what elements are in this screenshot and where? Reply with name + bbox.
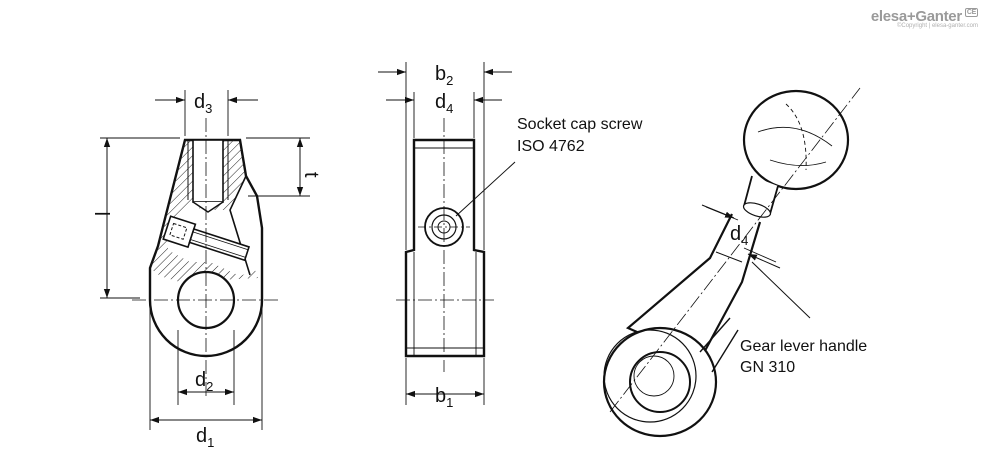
- label-d2: d2: [195, 369, 213, 394]
- label-d1: d1: [196, 425, 214, 450]
- front-view: [100, 90, 310, 430]
- ce-mark: CE: [964, 8, 978, 17]
- isometric-view: [602, 87, 861, 438]
- label-t: t: [300, 172, 322, 178]
- side-body-outline: [404, 138, 486, 358]
- label-d4-side: d4: [435, 91, 453, 116]
- iso-dimension-lines: [701, 204, 781, 269]
- brand-name: elesa+Ganter: [870, 8, 962, 25]
- front-threaded-hole: [192, 139, 224, 203]
- iso-clamp-bore: [629, 351, 691, 413]
- label-b2: b2: [435, 63, 453, 88]
- label-b1: b1: [435, 385, 453, 410]
- label-d4-iso: d4: [730, 223, 748, 248]
- label-l: l: [93, 212, 115, 216]
- callout-screw-line1: Socket cap screw: [517, 116, 643, 133]
- callout-handle-line2: GN 310: [740, 359, 795, 376]
- front-dimension-lines: [103, 96, 304, 424]
- side-view: [396, 62, 516, 405]
- front-screw: [162, 215, 251, 262]
- copyright-text: ©Copyright | elesa-ganter.com: [896, 23, 978, 29]
- iso-knob-ball: [742, 89, 850, 191]
- label-d3: d3: [194, 91, 212, 116]
- callout-handle-line1: Gear lever handle: [740, 338, 867, 355]
- side-dimension-lines: [378, 68, 512, 398]
- callout-screw-line2: ISO 4762: [517, 138, 585, 155]
